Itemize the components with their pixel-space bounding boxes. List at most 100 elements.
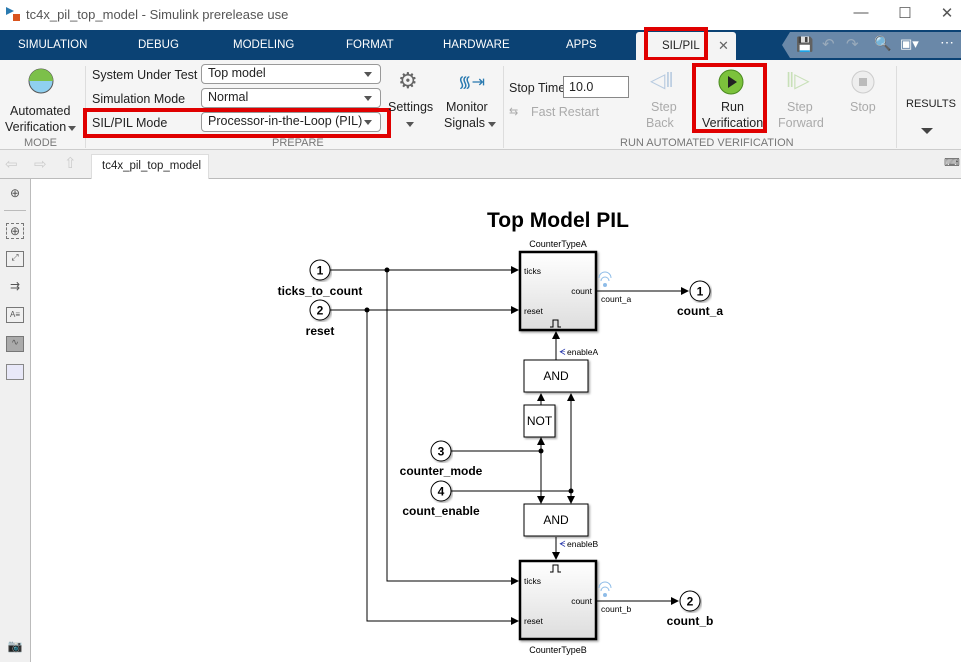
highlight-silpil-tab bbox=[644, 27, 708, 61]
port-label: reset bbox=[524, 306, 544, 316]
port-number: 2 bbox=[317, 304, 324, 318]
simulation-mode-dropdown[interactable]: Normal bbox=[201, 88, 381, 108]
model-tab[interactable]: tc4x_pil_top_model bbox=[91, 154, 209, 179]
undo-icon[interactable]: ↶ bbox=[822, 36, 835, 53]
back-label: Back bbox=[646, 116, 674, 130]
forward-arrow-icon[interactable]: ⇨ bbox=[34, 156, 47, 173]
close-tab-icon[interactable]: ✕ bbox=[718, 38, 729, 53]
logging-icon bbox=[598, 581, 612, 592]
model-tab-strip: ⇦ ⇨ ⇧ tc4x_pil_top_model ⌨ bbox=[0, 150, 961, 179]
step-back-label: Step bbox=[651, 100, 677, 114]
tab-silpil[interactable]: SIL/PIL ✕ bbox=[636, 32, 736, 60]
not-block[interactable]: NOT bbox=[523, 404, 556, 438]
port-number: 4 bbox=[438, 485, 445, 499]
maximize-button[interactable]: ☐ bbox=[898, 5, 912, 22]
silpil-mode-dropdown[interactable]: Processor-in-the-Loop (PIL) bbox=[201, 112, 381, 132]
port-label: ticks bbox=[524, 576, 541, 586]
junction bbox=[384, 267, 390, 273]
line-reset-b[interactable] bbox=[366, 310, 519, 625]
and-block-b[interactable]: AND bbox=[523, 503, 589, 537]
line-ticks-b[interactable] bbox=[386, 270, 519, 585]
save-icon[interactable]: 💾 bbox=[796, 36, 814, 52]
minimize-button[interactable]: — bbox=[853, 4, 869, 21]
run-verification-button[interactable]: Run Verification bbox=[697, 68, 765, 134]
chevron-down-icon bbox=[364, 72, 372, 81]
signal-routing-icon[interactable]: ⇉ bbox=[9, 279, 21, 293]
tab-hardware[interactable]: HARDWARE bbox=[443, 39, 510, 51]
counter-type-b-block[interactable]: CounterTypeB ticks reset count bbox=[518, 559, 598, 655]
silpil-mode-label: SIL/PIL Mode bbox=[92, 116, 168, 130]
tab-simulation[interactable]: SIMULATION bbox=[18, 39, 88, 51]
stop-time-input[interactable]: 10.0 bbox=[563, 76, 629, 98]
zoom-in-icon[interactable]: ⊕ bbox=[6, 223, 24, 239]
screenshot-camera-icon[interactable]: 📷 bbox=[7, 639, 23, 653]
section-run: RUN AUTOMATED VERIFICATION bbox=[620, 137, 794, 149]
favorites-icon[interactable]: ▣▾ bbox=[900, 36, 919, 51]
image-icon[interactable]: ∿ bbox=[6, 336, 24, 352]
annotation-icon[interactable]: A≡ bbox=[6, 307, 24, 323]
settings-button[interactable]: ⚙ Settings bbox=[386, 68, 436, 134]
fast-restart-icon: ⇆ bbox=[509, 106, 519, 118]
and-block-a[interactable]: AND bbox=[523, 359, 589, 393]
back-arrow-icon[interactable]: ⇦ bbox=[5, 156, 18, 173]
close-window-button[interactable]: ✕ bbox=[940, 5, 954, 22]
canvas-toolbar: ⊕ ⊕ ⤢ ⇉ A≡ ∿ 📷 bbox=[0, 179, 31, 662]
fast-restart-button[interactable]: Fast Restart bbox=[531, 105, 600, 119]
redo-icon[interactable]: ↷ bbox=[846, 36, 859, 53]
stop-label: Stop bbox=[850, 100, 876, 114]
verification-label: Verification bbox=[5, 120, 67, 134]
tab-modeling[interactable]: MODELING bbox=[233, 39, 295, 51]
verification-mode-icon bbox=[28, 68, 54, 94]
toolstrip-ribbon: Automated Verification MODE System Under… bbox=[0, 60, 961, 150]
system-under-test-dropdown[interactable]: Top model bbox=[201, 64, 381, 84]
chevron-down-icon bbox=[921, 128, 933, 140]
forward-label: Forward bbox=[778, 116, 824, 130]
keyboard-icon[interactable]: ⌨ bbox=[944, 157, 960, 169]
fit-to-view-icon[interactable]: ⤢ bbox=[6, 251, 24, 267]
divider bbox=[503, 66, 504, 148]
signal-label: count_b bbox=[601, 604, 632, 614]
step-forward-button[interactable]: ‖▷ Step Forward bbox=[776, 68, 826, 134]
port-label: ticks bbox=[524, 266, 541, 276]
block-label: AND bbox=[543, 369, 569, 383]
search-icon[interactable]: 🔍 bbox=[874, 35, 892, 51]
section-prepare: PREPARE bbox=[272, 137, 324, 149]
monitor-signals-button[interactable]: ᯾⇥ Monitor Signals bbox=[442, 68, 498, 134]
hide-explorer-icon[interactable]: ⊕ bbox=[9, 186, 21, 200]
title-bar: tc4x_pil_top_model - Simulink prerelease… bbox=[0, 0, 961, 30]
line-mode-to-not[interactable] bbox=[451, 438, 541, 452]
counter-type-a-block[interactable]: CounterTypeA ticks reset count bbox=[518, 239, 598, 332]
results-button[interactable]: RESULTS bbox=[900, 96, 956, 140]
signal-lines bbox=[330, 266, 689, 625]
run-label: Run bbox=[721, 100, 744, 114]
stop-time-label: Stop Time bbox=[509, 81, 566, 95]
toolstrip-tabs: SIMULATION DEBUG MODELING FORMAT HARDWAR… bbox=[0, 27, 961, 61]
line-enable-to-and-a[interactable] bbox=[451, 394, 571, 492]
block-name: CounterTypeA bbox=[529, 239, 587, 249]
step-back-button[interactable]: ◁‖ Step Back bbox=[640, 68, 686, 134]
simulation-mode-value: Normal bbox=[208, 90, 249, 104]
tab-debug[interactable]: DEBUG bbox=[138, 39, 179, 51]
more-icon[interactable]: ⋯ bbox=[940, 34, 954, 50]
area-icon[interactable] bbox=[6, 364, 24, 380]
stop-icon bbox=[851, 70, 875, 94]
automated-verification-button[interactable]: Automated Verification bbox=[0, 64, 80, 134]
up-arrow-icon[interactable]: ⇧ bbox=[64, 155, 77, 172]
port-label: reset bbox=[524, 616, 544, 626]
tab-apps[interactable]: APPS bbox=[566, 39, 597, 51]
divider bbox=[896, 66, 897, 148]
gear-icon: ⚙ bbox=[398, 68, 418, 93]
tab-format[interactable]: FORMAT bbox=[346, 39, 394, 51]
highlight-run-verification bbox=[692, 63, 767, 133]
window-title: tc4x_pil_top_model - Simulink prerelease… bbox=[26, 7, 289, 22]
chevron-down-icon bbox=[364, 120, 372, 129]
stop-button[interactable]: Stop bbox=[845, 68, 881, 134]
signal-label: enableB bbox=[567, 539, 599, 549]
